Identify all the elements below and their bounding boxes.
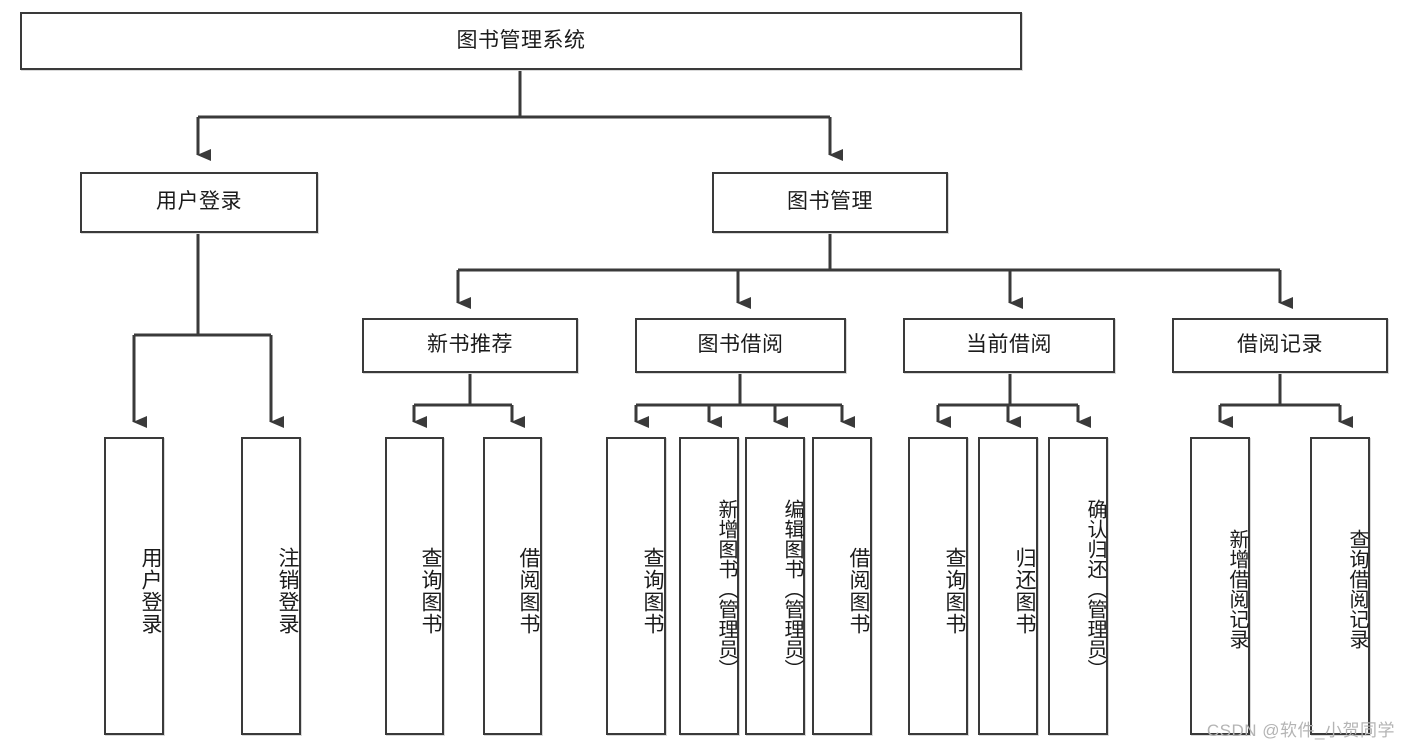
node-book-borrow-label: 图书借阅	[697, 333, 784, 357]
leaf-return-book[interactable]: 归还图书	[978, 437, 1038, 735]
node-book-manage[interactable]: 图书管理	[712, 172, 948, 233]
leaf-add-book-label: 新增图书（管理员）	[715, 499, 737, 679]
node-current-borrow[interactable]: 当前借阅	[903, 318, 1115, 373]
watermark: CSDN @软件_小贺同学	[1206, 721, 1395, 740]
leaf-add-book[interactable]: 新增图书（管理员）	[679, 437, 739, 735]
leaf-query-book-3-label: 查询图书	[943, 547, 966, 635]
leaf-confirm-return[interactable]: 确认归还（管理员）	[1048, 437, 1108, 735]
node-root-label: 图书管理系统	[456, 28, 586, 52]
leaf-edit-book[interactable]: 编辑图书（管理员）	[745, 437, 805, 735]
leaf-return-book-label: 归还图书	[1013, 547, 1036, 635]
node-current-borrow-label: 当前借阅	[966, 333, 1052, 357]
node-user-login[interactable]: 用户登录	[80, 172, 318, 233]
leaf-borrow-book-2-label: 借阅图书	[847, 547, 870, 635]
leaf-add-record[interactable]: 新增借阅记录	[1190, 437, 1250, 735]
leaf-query-book-1-label: 查询图书	[419, 547, 442, 635]
node-new-book-recommendation[interactable]: 新书推荐	[362, 318, 578, 373]
leaf-query-book-2-label: 查询图书	[641, 547, 664, 635]
node-borrow-record-label: 借阅记录	[1237, 333, 1323, 357]
leaf-add-record-label: 新增借阅记录	[1226, 529, 1248, 649]
leaf-query-book-2[interactable]: 查询图书	[606, 437, 666, 735]
leaf-user-login[interactable]: 用户登录	[104, 437, 164, 735]
leaf-borrow-book-1-label: 借阅图书	[517, 547, 540, 635]
leaf-logout[interactable]: 注销登录	[241, 437, 301, 735]
leaf-borrow-book-1[interactable]: 借阅图书	[483, 437, 542, 735]
node-new-book-recommendation-label: 新书推荐	[427, 333, 513, 357]
node-user-login-label: 用户登录	[156, 190, 242, 214]
leaf-query-record-label: 查询借阅记录	[1346, 529, 1368, 649]
node-book-borrow[interactable]: 图书借阅	[635, 318, 846, 373]
leaf-borrow-book-2[interactable]: 借阅图书	[812, 437, 872, 735]
leaf-edit-book-label: 编辑图书（管理员）	[781, 499, 803, 679]
leaf-confirm-return-label: 确认归还（管理员）	[1084, 499, 1106, 679]
leaf-user-login-label: 用户登录	[139, 547, 162, 635]
node-book-manage-label: 图书管理	[787, 190, 873, 214]
node-root[interactable]: 图书管理系统	[20, 12, 1022, 70]
leaf-query-book-1[interactable]: 查询图书	[385, 437, 444, 735]
node-borrow-record[interactable]: 借阅记录	[1172, 318, 1388, 373]
leaf-query-book-3[interactable]: 查询图书	[908, 437, 968, 735]
leaf-logout-label: 注销登录	[276, 547, 299, 635]
leaf-query-record[interactable]: 查询借阅记录	[1310, 437, 1370, 735]
